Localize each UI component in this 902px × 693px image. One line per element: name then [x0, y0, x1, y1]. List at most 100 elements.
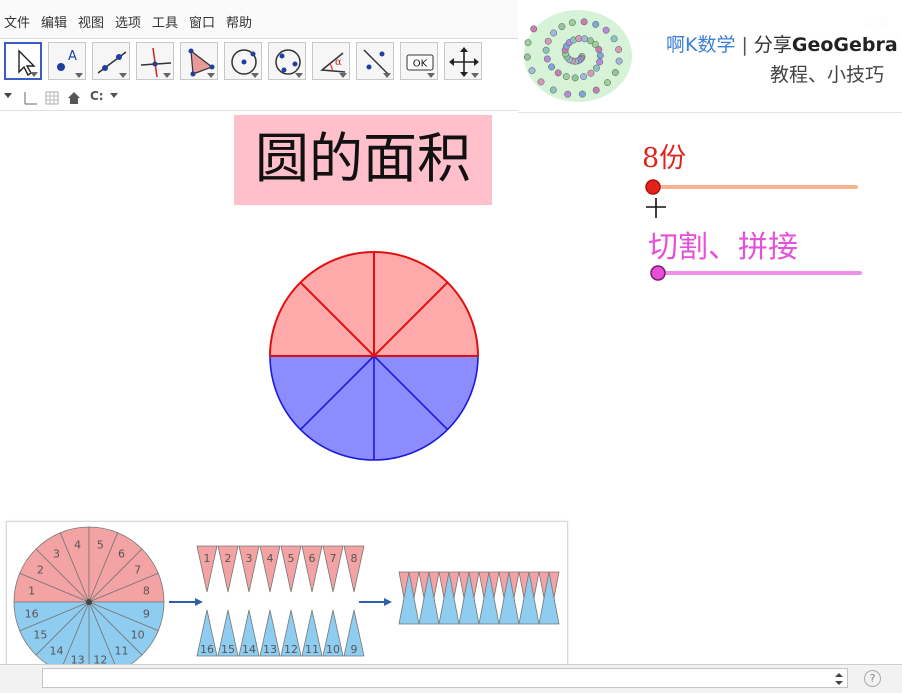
chevron-down-icon[interactable]: [108, 90, 120, 102]
dropdown-indicator-icon: [207, 73, 215, 78]
spiral-dot: [530, 25, 538, 33]
ref-top-piece: [196, 545, 218, 593]
ref-joined-bottom-piece: [478, 571, 500, 625]
help-icon[interactable]: ?: [864, 670, 881, 687]
view-selector[interactable]: C:: [90, 89, 104, 103]
spiral-dot: [564, 90, 572, 98]
reflect-tool-button[interactable]: [356, 42, 394, 80]
move-tool-button[interactable]: [4, 42, 42, 80]
spiral-dot: [571, 74, 579, 82]
ref-bottom-piece: [280, 609, 302, 657]
ref-sector: [13, 601, 90, 632]
polygon-icon: [188, 48, 215, 77]
menu-options[interactable]: 选项: [115, 16, 142, 31]
point-icon: A: [57, 49, 77, 71]
input-spinner-icon[interactable]: [834, 671, 844, 687]
spiral-dot: [610, 35, 618, 43]
ref-bottom-piece-number: 15: [221, 643, 235, 656]
collapse-triangle-icon[interactable]: [2, 90, 14, 102]
spiral-dot: [578, 90, 586, 98]
ref-top-piece: [280, 545, 302, 593]
brand-product: GeoGebra: [791, 34, 898, 56]
spiral-dot: [537, 78, 545, 86]
ref-bottom-piece: [196, 609, 218, 657]
circle-three-points-tool-button[interactable]: [268, 42, 306, 80]
sector-radius: [299, 281, 375, 357]
dropdown-indicator-icon: [163, 73, 171, 78]
ref-bottom-piece: [301, 609, 323, 657]
spiral-dot: [524, 39, 532, 47]
ref-top-piece-number: 8: [351, 552, 358, 565]
reflect-icon: [363, 49, 390, 76]
ref-bottom-piece-number: 11: [305, 643, 319, 656]
ref-sector-number: 3: [53, 547, 60, 560]
circle-tool-button[interactable]: [224, 42, 262, 80]
ref-bottom-piece: [238, 609, 260, 657]
spiral-dot: [586, 37, 594, 45]
spiral-dot: [558, 23, 566, 31]
sectored-circle[interactable]: [264, 246, 484, 466]
arrow-cursor-icon: [18, 49, 36, 77]
ref-bottom-piece: [343, 609, 365, 657]
spiral-dot: [592, 20, 600, 28]
ref-joined-bottom-piece: [458, 571, 480, 625]
slider-cut-join-handle[interactable]: [650, 265, 666, 281]
ref-sector-number: 16: [25, 607, 39, 620]
spiral-dot: [568, 19, 576, 27]
toolbar: A: [0, 38, 520, 84]
dropdown-indicator-icon: [339, 73, 347, 78]
home-icon[interactable]: [66, 90, 82, 106]
dropdown-indicator-icon: [251, 73, 259, 78]
menu-file[interactable]: 文件: [4, 16, 31, 31]
ref-top-piece: [322, 545, 344, 593]
ref-sector-number: 4: [74, 539, 81, 552]
menu-edit[interactable]: 编辑: [41, 16, 68, 31]
slider-cut-join[interactable]: [646, 262, 876, 286]
ref-bottom-piece-number: 12: [284, 643, 298, 656]
ref-bottom-piece: [322, 609, 344, 657]
perpendicular-tool-button[interactable]: [136, 42, 174, 80]
spiral-dot: [550, 29, 558, 37]
axes-toggle-icon[interactable]: [22, 90, 38, 106]
line-tool-button[interactable]: [92, 42, 130, 80]
angle-icon: α: [320, 52, 346, 73]
ref-bottom-piece-number: 10: [326, 643, 340, 656]
menu-tools[interactable]: 工具: [152, 16, 179, 31]
ref-top-piece: [217, 545, 239, 593]
ref-top-piece: [301, 545, 323, 593]
sector-radius: [373, 355, 449, 431]
input-field[interactable]: [42, 668, 848, 688]
slider-segments-label: 8份: [642, 143, 687, 174]
ref-bottom-piece-number: 16: [200, 643, 214, 656]
ref-top-piece-number: 5: [288, 552, 295, 565]
ref-top-piece: [259, 545, 281, 593]
slider-segments[interactable]: [640, 176, 870, 200]
svg-text:α: α: [335, 57, 342, 68]
ref-sector-number: 7: [134, 564, 141, 577]
svg-text:A: A: [68, 49, 77, 64]
spiral-dot: [595, 46, 603, 53]
menu-view[interactable]: 视图: [78, 16, 105, 31]
ok-button-icon: OK: [406, 54, 434, 71]
ref-joined-bottom-piece: [538, 571, 560, 625]
menu-help[interactable]: 帮助: [226, 16, 253, 31]
ref-top-piece-number: 4: [267, 552, 274, 565]
slider-segments-handle[interactable]: [645, 179, 661, 195]
polygon-tool-button[interactable]: [180, 42, 218, 80]
point-tool-button[interactable]: A: [48, 42, 86, 80]
ref-joined-bottom-piece: [418, 571, 440, 625]
brand-name: 啊K数学: [666, 34, 736, 56]
menu-window[interactable]: 窗口: [189, 16, 216, 31]
spiral-dot: [549, 86, 557, 94]
ref-bottom-piece-number: 14: [242, 643, 256, 656]
spiral-dot: [602, 26, 610, 34]
grid-toggle-icon[interactable]: [44, 90, 60, 106]
angle-tool-button[interactable]: α: [312, 42, 350, 80]
svg-text:OK: OK: [413, 59, 428, 70]
checkbox-tool-button[interactable]: OK: [400, 42, 438, 80]
spiral-background: [524, 10, 632, 102]
ref-top-piece-number: 3: [246, 552, 253, 565]
ref-sector-number: 11: [115, 645, 129, 658]
move-view-tool-button[interactable]: [444, 42, 482, 80]
